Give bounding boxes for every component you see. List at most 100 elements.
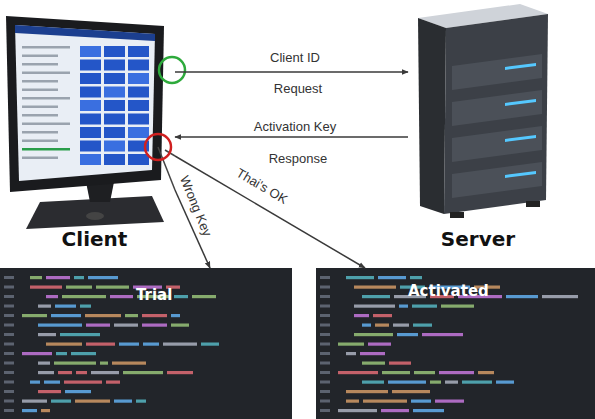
code-token <box>66 286 92 289</box>
code-screenshot <box>316 268 595 419</box>
code-token <box>22 314 47 317</box>
line-number <box>320 295 330 298</box>
code-token <box>388 381 426 384</box>
code-token <box>167 371 193 374</box>
client-terminal: Client <box>0 0 175 255</box>
code-token <box>338 343 364 346</box>
code-token <box>411 400 431 403</box>
line-number <box>4 352 14 355</box>
code-token <box>441 305 474 308</box>
code-token <box>114 324 138 327</box>
screen-tile <box>104 141 125 152</box>
code-token <box>91 371 119 374</box>
code-token <box>38 371 54 374</box>
drive-bay <box>452 54 542 90</box>
code-token <box>338 409 377 412</box>
code-token <box>62 295 106 298</box>
screen-line <box>22 131 58 134</box>
screen-tile <box>128 87 149 98</box>
code-token <box>362 362 385 365</box>
screen-tile <box>80 127 101 138</box>
screen-line <box>22 80 58 83</box>
code-token <box>86 324 110 327</box>
line-number <box>320 324 330 327</box>
line-number <box>320 381 330 384</box>
code-token <box>362 381 384 384</box>
code-token <box>88 276 118 279</box>
code-token <box>462 381 492 384</box>
line-number <box>4 409 14 412</box>
screen-tile <box>104 114 125 125</box>
code-token <box>163 343 197 346</box>
screen-line <box>22 46 70 49</box>
code-token <box>38 324 82 327</box>
line-number <box>320 400 330 403</box>
terminal-base-light <box>86 212 104 220</box>
code-token <box>362 295 390 298</box>
code-token <box>136 400 146 403</box>
code-token <box>382 371 410 374</box>
terminal-screen <box>15 25 155 181</box>
screen-tile <box>80 46 101 57</box>
code-token <box>30 276 42 279</box>
screen-tile <box>128 114 149 125</box>
code-token <box>125 314 138 317</box>
code-token <box>46 276 70 279</box>
code-token <box>119 343 139 346</box>
server-side <box>418 18 446 214</box>
code-token <box>414 371 435 374</box>
highlight-circle <box>145 134 171 160</box>
code-token <box>51 400 71 403</box>
screen-line <box>22 123 70 126</box>
screen-line <box>22 72 70 75</box>
edge-label: Thai's OK <box>234 165 290 207</box>
line-number <box>4 295 14 298</box>
code-lines <box>4 276 578 412</box>
drive-bay <box>452 162 542 198</box>
screen-line <box>22 148 70 151</box>
screen-tile <box>80 60 101 71</box>
code-token <box>75 400 110 403</box>
edge-label: Wrong Key <box>177 173 215 238</box>
screen-tile <box>80 73 101 84</box>
drive-bay <box>452 90 542 126</box>
line-number <box>320 276 330 279</box>
line-number <box>320 352 330 355</box>
code-token <box>112 362 146 365</box>
code-token <box>60 333 100 336</box>
code-token <box>413 324 432 327</box>
line-number <box>4 314 14 317</box>
status-light <box>505 99 536 106</box>
screen-line <box>22 55 58 58</box>
code-token <box>143 343 159 346</box>
line-number <box>4 362 14 365</box>
code-token <box>445 381 458 384</box>
server-front <box>444 14 548 214</box>
code-token <box>478 371 494 374</box>
code-token <box>362 324 371 327</box>
drive-bay <box>452 126 542 162</box>
code-token <box>110 295 133 298</box>
server-tower <box>418 4 548 218</box>
line-number <box>320 371 330 374</box>
line-number <box>4 276 14 279</box>
line-number <box>4 371 14 374</box>
code-token <box>44 381 60 384</box>
message-label: Response <box>269 151 328 166</box>
status-light <box>505 135 536 142</box>
screen-tile <box>80 100 101 111</box>
screen-tile <box>128 154 149 165</box>
node-label: Server <box>441 227 515 251</box>
code-token <box>439 371 474 374</box>
code-token <box>368 343 391 346</box>
server-foot <box>450 212 464 218</box>
leader-line <box>158 147 175 190</box>
code-token <box>51 314 81 317</box>
line-number <box>4 381 14 384</box>
code-token <box>64 381 102 384</box>
code-token <box>363 400 407 403</box>
code-token <box>86 343 115 346</box>
screen-tile <box>104 154 125 165</box>
code-token <box>30 286 62 289</box>
code-token <box>354 333 393 336</box>
